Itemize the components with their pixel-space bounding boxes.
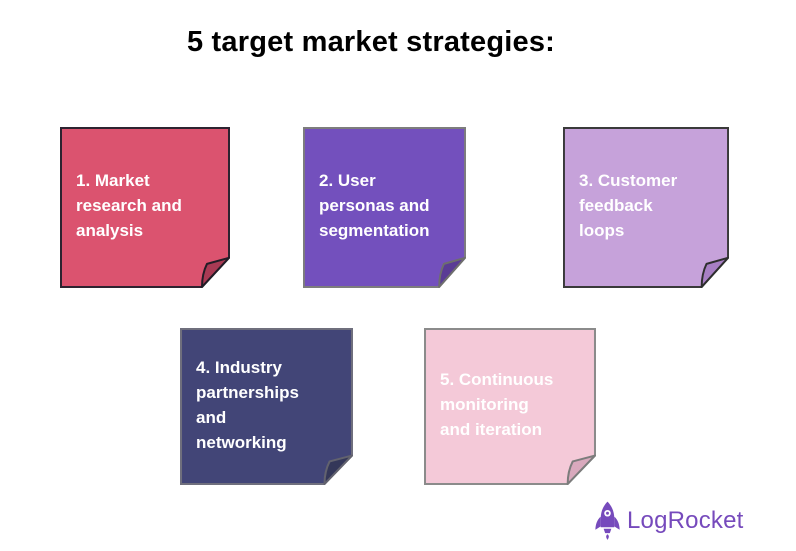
note-text-4: 4. Industry partnerships and networking [196,357,299,452]
page-title: 5 target market strategies: [186,26,556,58]
logrocket-logo: LogRocket [592,500,744,541]
folded-corner [438,256,466,288]
sticky-note-2: 2. User personas and segmentation [303,127,466,288]
folded-corner [566,454,596,485]
sticky-note-shape [424,328,596,485]
sticky-note-4: 4. Industry partnerships and networking [180,328,353,485]
folded-corner [700,256,729,288]
sticky-note-shape [563,127,729,288]
note-text-3: 3. Customer feedback loops [579,171,678,240]
sticky-note-shape [303,127,466,288]
rocket-icon [595,501,620,540]
note-text-2: 2. User personas and segmentation [319,171,430,240]
folded-corner [323,454,353,485]
sticky-note-shape [180,328,353,485]
sticky-note-3: 3. Customer feedback loops [563,127,729,288]
sticky-note-5: 5. Continuous monitoring and iteration [424,328,596,485]
note-text-1: 1. Market research and analysis [76,171,182,240]
folded-corner [201,256,230,288]
sticky-note-1: 1. Market research and analysis [60,127,230,288]
note-text-5: 5. Continuous monitoring and iteration [440,370,554,439]
logo-wordmark: LogRocket [627,506,744,534]
sticky-note-shape [60,127,230,288]
